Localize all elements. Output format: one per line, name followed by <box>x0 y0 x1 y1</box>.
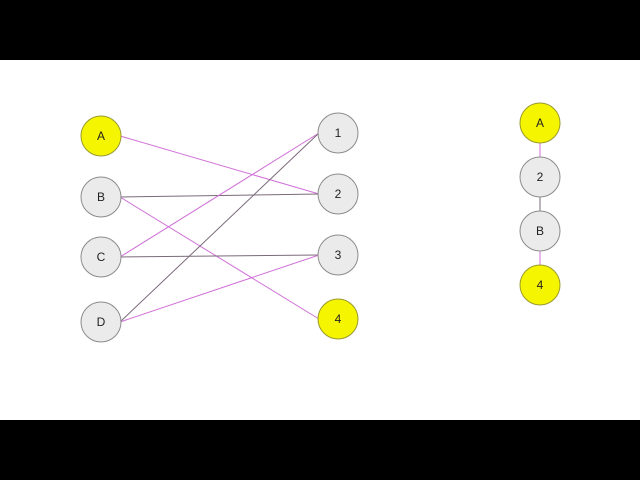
edge-C-3 <box>119 254 320 258</box>
edge-B-4 <box>119 196 320 320</box>
edge-C-1 <box>119 132 320 258</box>
top-letterbox <box>0 0 640 60</box>
node-label: D <box>97 315 106 329</box>
node-label: 3 <box>335 248 342 262</box>
right-node-1: 1 <box>317 112 359 154</box>
left-node-C: C <box>80 236 122 278</box>
path-node-A: A <box>519 102 561 144</box>
left-node-B: B <box>80 176 122 218</box>
node-label: C <box>97 250 106 264</box>
node-label: B <box>536 224 544 238</box>
node-label: 2 <box>335 187 342 201</box>
right-node-4: 4 <box>317 298 359 340</box>
edge-D-1 <box>119 132 320 323</box>
path-node-4: 4 <box>519 264 561 306</box>
node-label: 4 <box>537 278 544 292</box>
node-label: 1 <box>335 126 342 140</box>
right-node-2: 2 <box>317 173 359 215</box>
node-label: A <box>97 129 105 143</box>
left-node-D: D <box>80 301 122 343</box>
edge-D-3 <box>119 254 320 323</box>
right-node-3: 3 <box>317 234 359 276</box>
node-label: B <box>97 190 105 204</box>
node-label: A <box>536 116 544 130</box>
path-node-2: 2 <box>519 156 561 198</box>
node-label: 2 <box>537 170 544 184</box>
left-node-A: A <box>80 115 122 157</box>
node-label: 4 <box>335 312 342 326</box>
bottom-letterbox <box>0 420 640 480</box>
edge-A-2 <box>119 135 320 195</box>
path-node-B: B <box>519 210 561 252</box>
